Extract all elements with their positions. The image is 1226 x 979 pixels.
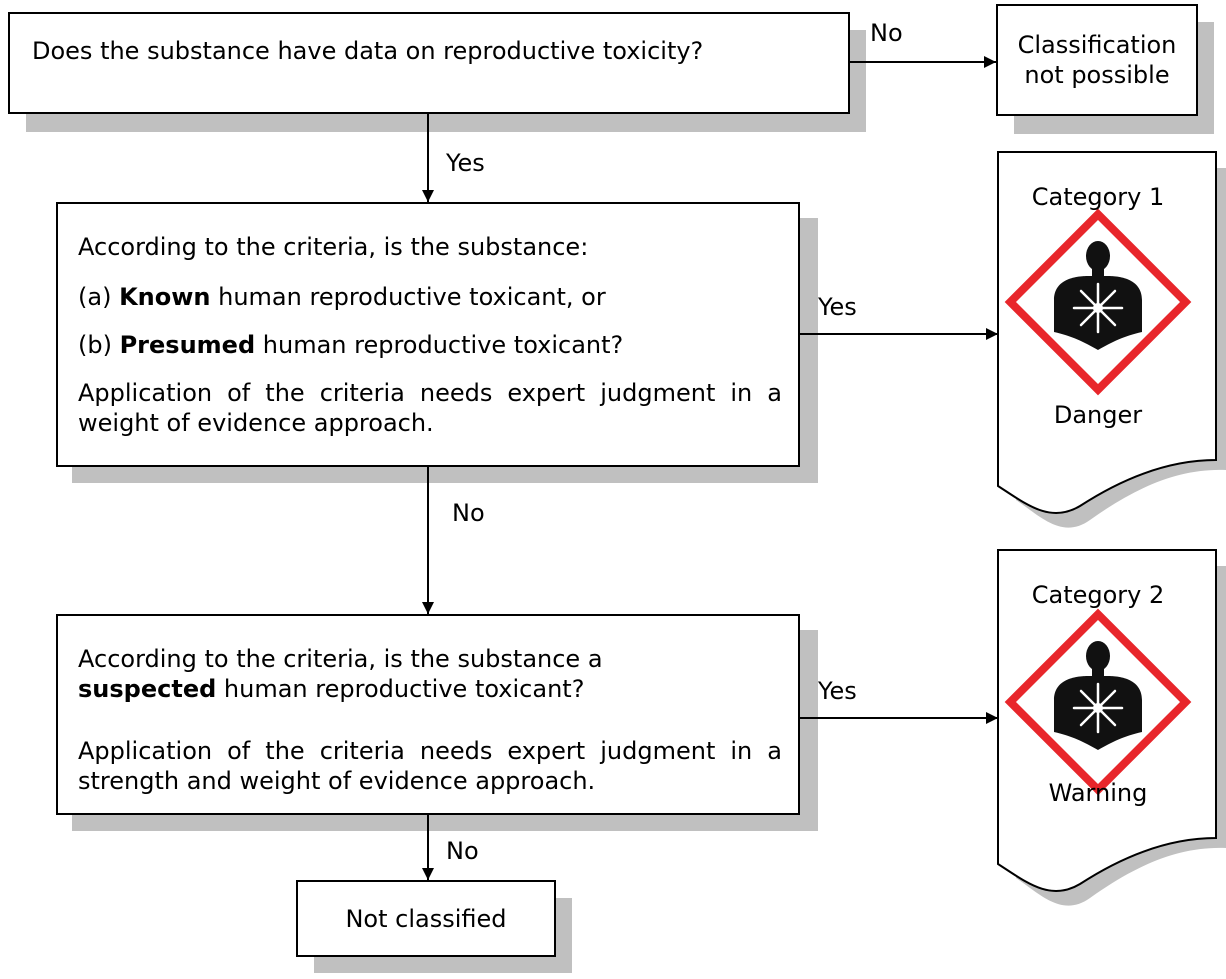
label-yes: Yes [818, 677, 857, 705]
option-presumed: (b) Presumed human reproductive toxicant… [78, 331, 624, 359]
label-yes: Yes [818, 293, 857, 321]
category-1-signal-word: Danger [1053, 401, 1143, 429]
expert-judgment-note-2: Application of the criteria needs expert… [78, 737, 782, 795]
presumed-emphasis: Presumed [119, 331, 256, 359]
question-known-presumed-box: According to the criteria, is the substa… [56, 202, 800, 467]
label-yes: Yes [446, 149, 485, 177]
result-not-classified-text: Not classified [345, 905, 507, 933]
result-classification-not-possible-box: Classification not possible [996, 4, 1198, 116]
category-2-title: Category 2 [1031, 581, 1165, 609]
category-1-title: Category 1 [1031, 183, 1165, 211]
question-suspected-line1: According to the criteria, is the substa… [78, 645, 603, 673]
expert-judgment-note: Application of the criteria needs expert… [78, 379, 782, 437]
option-known: (a) Known human reproductive toxicant, o… [78, 283, 606, 311]
question-suspected-line2: suspected human reproductive toxicant? [78, 675, 585, 703]
label-no: No [870, 19, 903, 47]
result-classification-not-possible-text: Classification not possible [1017, 31, 1177, 89]
question-suspected-box: According to the criteria, is the substa… [56, 614, 800, 815]
question-suspected-text: According to the criteria, is the substa… [78, 644, 782, 704]
question-data-available-text: Does the substance have data on reproduc… [32, 37, 704, 65]
known-emphasis: Known [119, 283, 211, 311]
result-not-classified-box: Not classified [296, 880, 556, 957]
category-2-signal-word: Warning [1048, 779, 1148, 807]
question-data-available-box: Does the substance have data on reproduc… [8, 12, 850, 114]
suspected-emphasis: suspected [78, 675, 217, 703]
label-no: No [446, 837, 479, 865]
label-no: No [452, 499, 485, 527]
question-known-presumed-intro: According to the criteria, is the substa… [78, 233, 589, 261]
